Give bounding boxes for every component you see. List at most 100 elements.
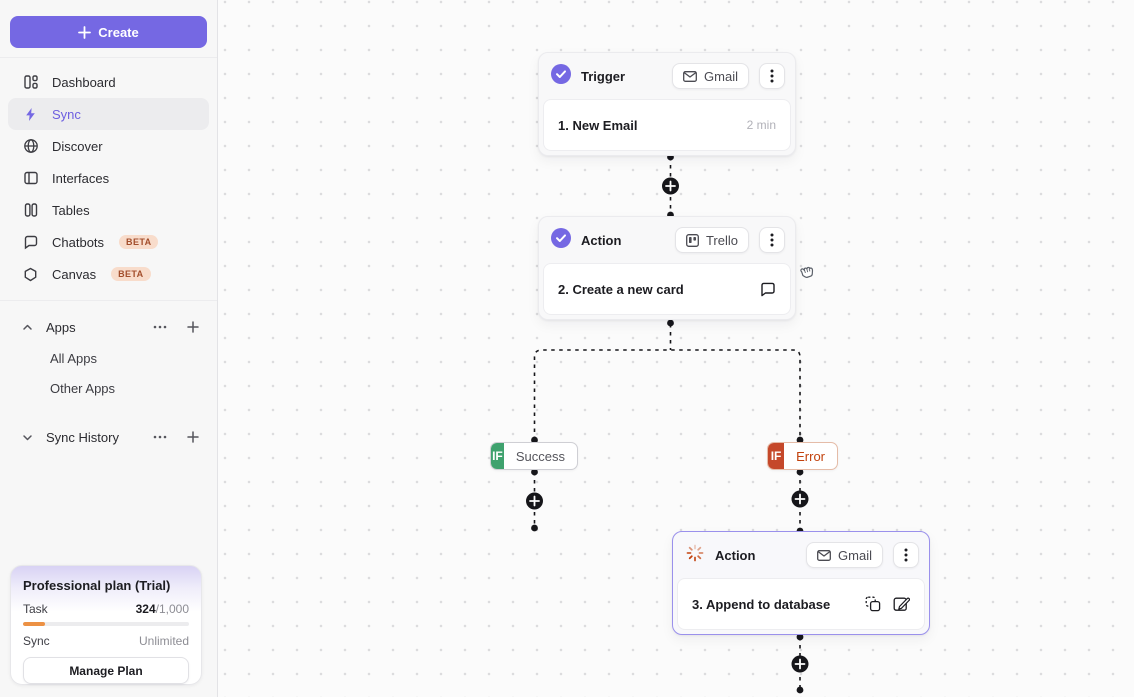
app-button-label: Gmail xyxy=(838,547,872,563)
sidebar-item-other-apps[interactable]: Other Apps xyxy=(0,373,217,403)
connector-dot xyxy=(531,524,538,532)
node-action-trello[interactable]: Action Trello 2. Create a new card xyxy=(538,216,796,320)
sidebar-item-sync[interactable]: Sync xyxy=(8,98,209,130)
sidebar: Create Dashboard Sync Discover xyxy=(0,0,218,697)
ellipsis-icon xyxy=(153,325,167,329)
node-step-row[interactable]: 1. New Email 2 min xyxy=(543,99,791,151)
plus-icon xyxy=(187,321,199,333)
plan-card: Professional plan (Trial) Task 324/1,000… xyxy=(10,565,202,685)
sidebar-item-label: Chatbots xyxy=(52,234,105,250)
dashboard-icon xyxy=(22,74,39,91)
node-type-label: Action xyxy=(715,547,756,563)
add-step-button[interactable] xyxy=(791,655,809,673)
plus-icon xyxy=(794,658,806,670)
app-button-label: Trello xyxy=(705,232,738,248)
columns-icon xyxy=(22,202,39,219)
add-step-button[interactable] xyxy=(662,177,679,195)
branch-label: Error xyxy=(796,448,825,464)
sidebar-item-tables[interactable]: Tables xyxy=(8,194,209,226)
task-label: Task xyxy=(23,602,48,616)
sidebar-item-canvas[interactable]: Canvas BETA xyxy=(8,258,209,290)
apps-add-button[interactable] xyxy=(183,317,203,337)
node-menu-button[interactable] xyxy=(759,227,785,253)
sub-item-label: All Apps xyxy=(50,350,97,366)
workflow-canvas[interactable]: Trigger Gmail 1. New Email 2 min Action xyxy=(218,0,1134,697)
sync-history-add-button[interactable] xyxy=(183,427,203,447)
node-action-gmail[interactable]: Action Gmail 3. Append to database xyxy=(672,531,930,635)
sidebar-item-all-apps[interactable]: All Apps xyxy=(0,343,217,373)
sync-bolt-icon xyxy=(22,106,39,123)
envelope-icon xyxy=(683,70,697,82)
node-trigger[interactable]: Trigger Gmail 1. New Email 2 min xyxy=(538,52,796,156)
chevron-down-icon xyxy=(23,434,32,440)
create-button-label: Create xyxy=(98,24,139,40)
spinner-icon xyxy=(685,543,705,568)
kebab-menu-icon xyxy=(770,69,774,83)
task-used: 324 xyxy=(135,602,156,616)
kebab-menu-icon xyxy=(770,233,774,247)
node-step-row[interactable]: 3. Append to database xyxy=(677,578,925,630)
sidebar-item-discover[interactable]: Discover xyxy=(8,130,209,162)
comment-icon[interactable] xyxy=(760,282,776,297)
check-circle-icon xyxy=(551,63,571,89)
node-type-label: Action xyxy=(581,232,622,248)
task-usage: 324/1,000 xyxy=(136,602,189,616)
node-menu-button[interactable] xyxy=(759,63,785,89)
section-sync-history[interactable]: Sync History xyxy=(0,421,217,453)
branch-error[interactable]: IF Error xyxy=(767,442,838,470)
section-sync-history-label: Sync History xyxy=(46,429,119,445)
beta-badge: BETA xyxy=(119,235,159,249)
plus-icon xyxy=(665,180,676,192)
if-tag: IF xyxy=(491,443,504,469)
sidebar-divider xyxy=(0,300,217,301)
step-duration: 2 min xyxy=(746,118,776,132)
step-label: 3. Append to database xyxy=(692,596,831,612)
task-total: /1,000 xyxy=(155,602,189,616)
sync-value: Unlimited xyxy=(138,634,189,648)
sidebar-item-chatbots[interactable]: Chatbots BETA xyxy=(8,226,209,258)
sync-history-more-button[interactable] xyxy=(150,427,170,447)
create-section: Create xyxy=(0,0,217,58)
plus-icon xyxy=(187,431,199,443)
chevron-up-icon xyxy=(23,324,32,330)
chat-bubble-icon xyxy=(22,234,39,251)
beta-badge: BETA xyxy=(111,267,151,281)
sub-item-label: Other Apps xyxy=(50,380,116,396)
sidebar-item-label: Tables xyxy=(52,202,90,218)
plan-title: Professional plan (Trial) xyxy=(23,578,171,593)
app-button-trello[interactable]: Trello xyxy=(674,227,749,253)
sidebar-item-label: Sync xyxy=(52,106,81,122)
create-button[interactable]: Create xyxy=(10,16,207,48)
branch-success[interactable]: IF Success xyxy=(490,442,578,470)
app-button-gmail[interactable]: Gmail xyxy=(672,63,749,89)
task-progress-bar xyxy=(23,622,189,626)
app-button-gmail[interactable]: Gmail xyxy=(806,542,883,568)
globe-icon xyxy=(22,138,39,155)
check-circle-icon xyxy=(551,227,571,253)
sidebar-item-label: Dashboard xyxy=(52,74,116,90)
manage-plan-button[interactable]: Manage Plan xyxy=(23,657,189,684)
sidebar-item-dashboard[interactable]: Dashboard xyxy=(8,66,209,98)
add-step-button[interactable] xyxy=(526,492,543,510)
sidebar-item-interfaces[interactable]: Interfaces xyxy=(8,162,209,194)
connector-dot xyxy=(796,686,804,694)
kebab-menu-icon xyxy=(904,548,908,562)
connector-dot xyxy=(667,319,674,327)
sync-label: Sync xyxy=(23,634,50,648)
edit-icon[interactable] xyxy=(893,596,910,612)
plus-icon xyxy=(529,495,540,507)
apps-more-button[interactable] xyxy=(150,317,170,337)
task-progress-fill xyxy=(23,622,45,626)
ellipsis-icon xyxy=(153,435,167,439)
node-menu-button[interactable] xyxy=(893,542,919,568)
plus-icon xyxy=(794,493,806,505)
sidebar-item-label: Canvas xyxy=(52,266,97,282)
node-type-label: Trigger xyxy=(581,68,626,84)
add-step-button[interactable] xyxy=(791,490,809,508)
duplicate-icon[interactable] xyxy=(865,596,881,612)
panel-icon xyxy=(22,170,39,187)
section-apps[interactable]: Apps xyxy=(0,311,217,343)
node-step-row[interactable]: 2. Create a new card xyxy=(543,263,791,315)
sidebar-item-label: Discover xyxy=(52,138,103,154)
connector-branch-line xyxy=(533,349,801,440)
